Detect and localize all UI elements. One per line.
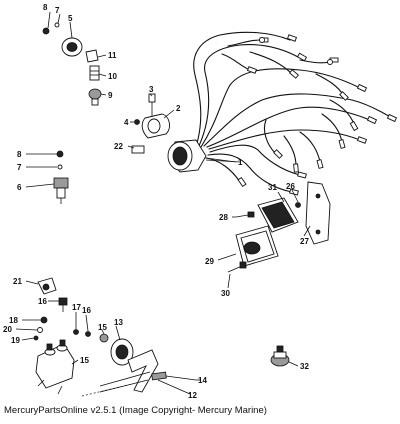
callout-26: 26	[286, 182, 295, 191]
callout-11: 11	[108, 51, 117, 60]
callout-22: 22	[114, 142, 123, 151]
solenoid-assembly	[35, 329, 197, 397]
callout-18: 18	[9, 316, 18, 325]
callout-29: 28	[219, 213, 228, 222]
harness-clamp	[131, 93, 170, 154]
sensor-assembly	[53, 150, 69, 204]
callout-8a: 8	[43, 3, 48, 12]
callout-21: 21	[13, 277, 22, 286]
copyright-caption: MercuryPartsOnline v2.5.1 (Image Copyrig…	[4, 405, 267, 416]
callout-16a: 16	[38, 297, 47, 306]
callout-13: 13	[114, 318, 123, 327]
callout-30: 29	[205, 257, 214, 266]
callout-28: 31	[268, 183, 277, 192]
callout-7b: 7	[17, 163, 22, 172]
wiring-harness	[193, 31, 398, 196]
lower-left-parts	[33, 277, 68, 341]
callout-7a: 7	[55, 6, 60, 15]
callout-labels: 8 7 5 11 10 9 3 2 4 22 1 8 7 6 31 26 27 …	[3, 3, 309, 400]
leader-lines	[15, 11, 311, 395]
callout-2: 2	[176, 104, 181, 113]
callout-5: 5	[68, 14, 73, 23]
harness-plug	[167, 139, 241, 173]
callout-20: 20	[3, 325, 12, 334]
callout-17: 17	[72, 303, 81, 312]
callout-15b: 15	[80, 356, 89, 365]
callout-3: 3	[149, 85, 154, 94]
callout-9: 9	[108, 91, 113, 100]
callout-8b: 8	[17, 150, 22, 159]
control-module	[227, 181, 331, 273]
callout-16b: 16	[82, 306, 91, 315]
callout-19: 19	[11, 336, 20, 345]
callout-12: 12	[188, 391, 197, 400]
callout-32: 32	[300, 362, 309, 371]
bottom-right-sensor	[270, 345, 290, 367]
callout-14: 14	[198, 376, 207, 385]
callout-1: 1	[238, 158, 243, 167]
callout-27: 27	[300, 237, 309, 246]
callout-6: 6	[17, 183, 22, 192]
callout-10: 10	[108, 72, 117, 81]
callout-15a: 15	[98, 323, 107, 332]
callout-31: 30	[221, 289, 230, 298]
upper-left-parts	[42, 22, 102, 106]
callout-4: 4	[124, 118, 129, 127]
